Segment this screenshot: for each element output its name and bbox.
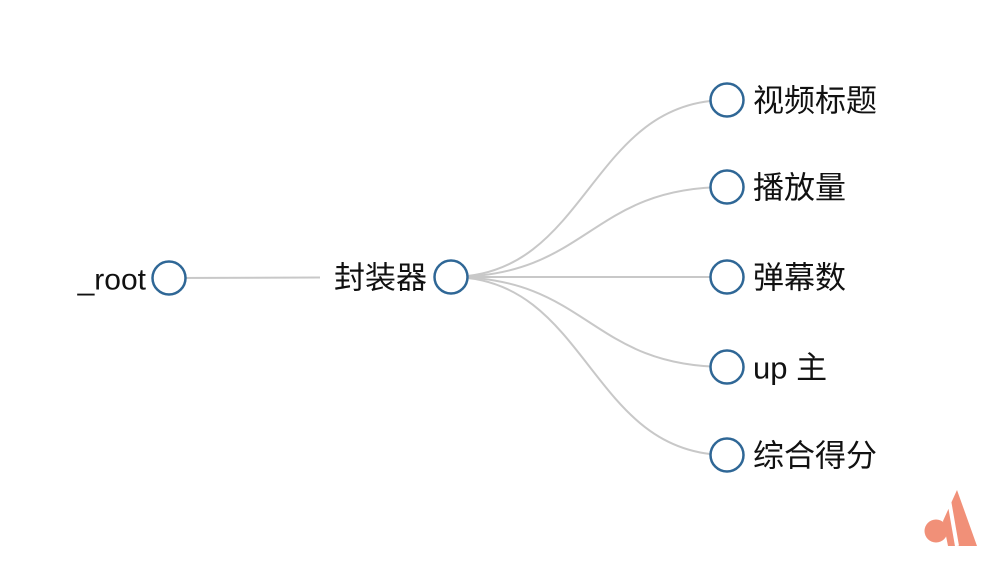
a-logo-dot: [924, 519, 948, 543]
node-child-2-label: 弹幕数: [753, 261, 846, 296]
node-child-1-circle[interactable]: [709, 169, 745, 205]
node-child-0: 视频标题: [709, 82, 877, 119]
node-child-2: 弹幕数: [709, 259, 846, 296]
tree-edges: [168, 99, 728, 456]
node-child-3-circle[interactable]: [709, 349, 745, 385]
node-child-4: 综合得分: [709, 437, 877, 474]
node-wrapper-label: 封装器: [334, 261, 427, 296]
node-child-4-circle[interactable]: [709, 437, 745, 473]
edge-wrapper-to-child-3: [450, 276, 728, 368]
node-root-circle[interactable]: [151, 260, 187, 296]
node-child-0-circle[interactable]: [709, 82, 745, 118]
a-logo-counter-slash: [947, 499, 959, 547]
node-child-3-label: up 主: [753, 351, 827, 386]
wrapper-label-background: [320, 256, 434, 298]
node-child-4-label: 综合得分: [753, 439, 877, 474]
edge-wrapper-to-child-4: [450, 276, 728, 456]
node-root: _root: [77, 260, 187, 297]
node-child-3: up 主: [709, 349, 827, 386]
node-wrapper: 封装器: [320, 256, 469, 298]
node-child-2-circle[interactable]: [709, 259, 745, 295]
edge-wrapper-to-child-1: [450, 186, 728, 278]
a-logo-triangle: [943, 490, 977, 546]
node-child-0-label: 视频标题: [753, 84, 877, 119]
a-logo-icon: [924, 490, 977, 547]
node-root-label: _root: [77, 264, 147, 297]
node-child-1: 播放量: [709, 169, 846, 206]
node-wrapper-circle[interactable]: [433, 259, 469, 295]
edge-wrapper-to-child-0: [450, 99, 728, 278]
node-child-1-label: 播放量: [753, 171, 846, 206]
